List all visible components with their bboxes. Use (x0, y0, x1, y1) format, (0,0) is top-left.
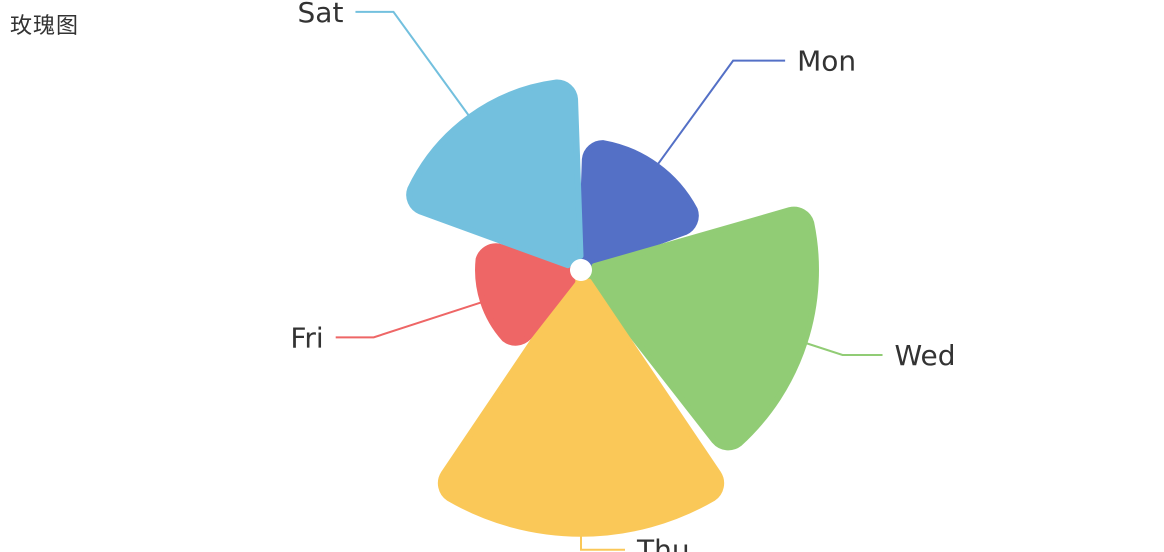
chart-title: 玫瑰图 (10, 14, 80, 39)
leader-line-sat (355, 10, 474, 121)
leader-line-mon (653, 59, 786, 170)
slice-label-thu: Thu (636, 534, 690, 552)
slice-label-sat: Sat (298, 0, 344, 29)
leader-line-thu (580, 529, 625, 551)
rose-slices (406, 79, 819, 537)
rose-slice-thu[interactable] (437, 278, 725, 537)
leader-line-fri (335, 299, 488, 339)
rose-slice-sat[interactable] (406, 79, 584, 269)
slice-label-mon: Mon (797, 45, 856, 78)
label-leaders (335, 10, 883, 551)
slice-label-fri: Fri (290, 321, 323, 354)
rose-slice-wed[interactable] (586, 206, 819, 451)
slice-label-wed: Wed (895, 339, 956, 372)
leader-line-wed (800, 340, 883, 356)
